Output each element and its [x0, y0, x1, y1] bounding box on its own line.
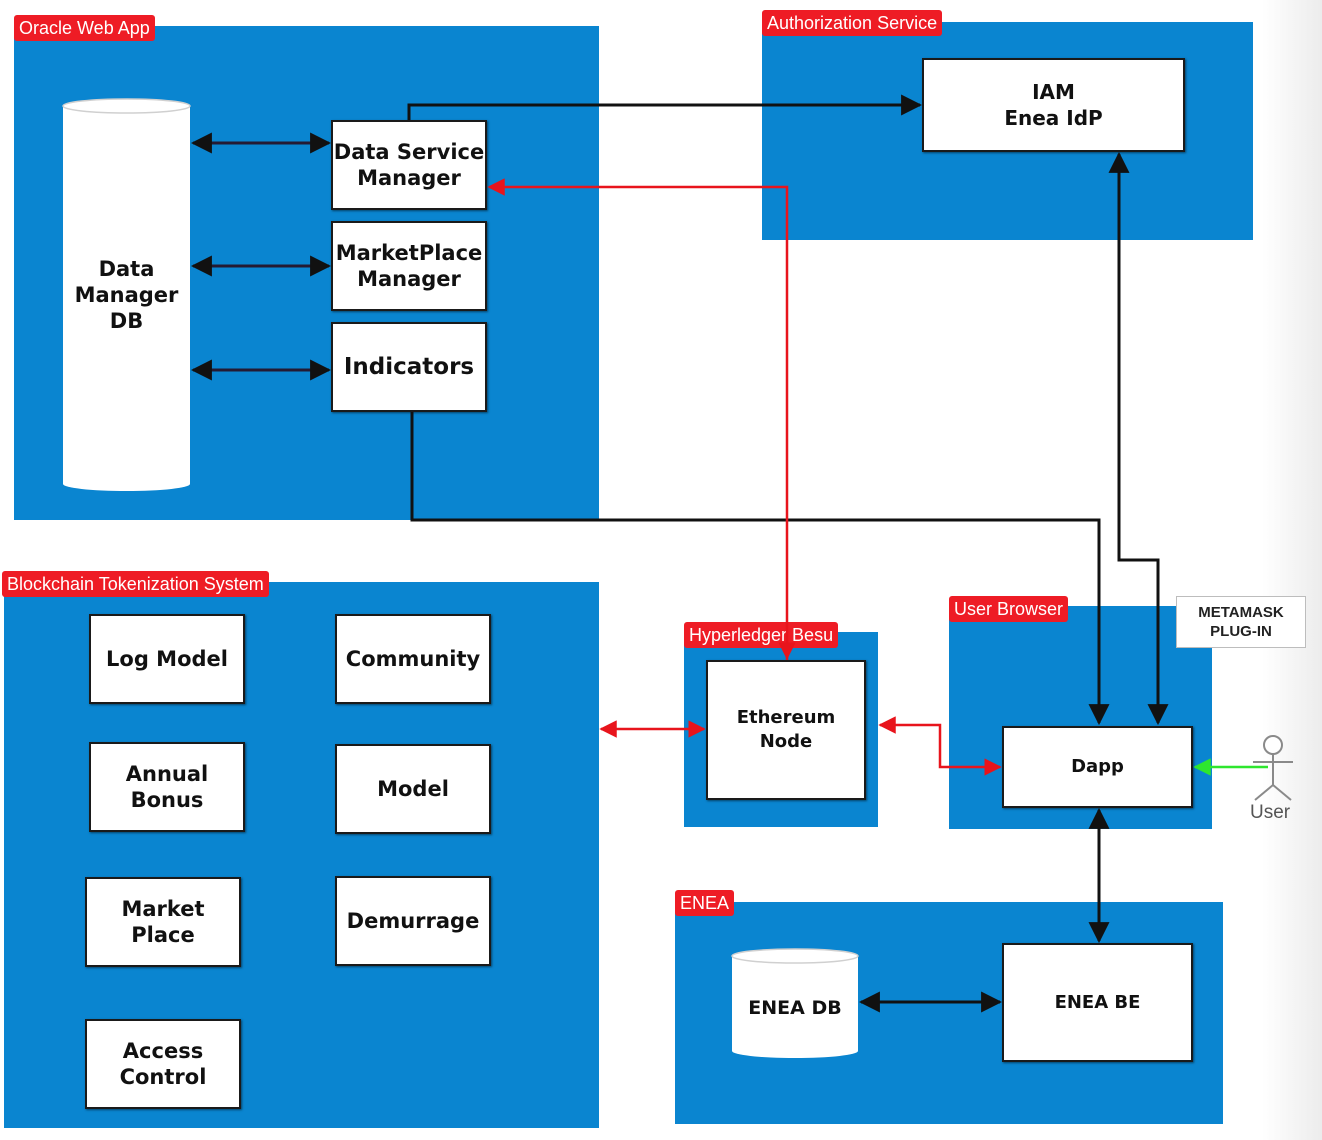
iam-box: IAM Enea IdP [922, 58, 1185, 152]
community-box: Community [335, 614, 491, 704]
hyperledger-besu-tag: Hyperledger Besu [684, 622, 839, 648]
user-browser-tag: User Browser [949, 596, 1069, 622]
page-edge-shade [1262, 0, 1322, 1140]
data-manager-db-cylinder [62, 98, 191, 491]
enea-db-cylinder [731, 948, 859, 1058]
enea-be-box: ENEA BE [1002, 943, 1193, 1062]
annual-bonus-box: Annual Bonus [89, 742, 245, 832]
data-service-manager-box: Data Service Manager [331, 120, 487, 210]
model-box: Model [335, 744, 491, 834]
ethereum-to-data-service-link [487, 178, 789, 660]
oracle-web-app-tag: Oracle Web App [14, 15, 155, 41]
marketplace-manager-box: MarketPlace Manager [331, 221, 487, 311]
demurrage-box: Demurrage [335, 876, 491, 966]
user-label: User [1250, 802, 1291, 823]
ethereum-to-dapp-link [878, 716, 1002, 776]
iam-to-dapp-link [1108, 151, 1169, 726]
indicators-to-dapp-link [410, 412, 1110, 726]
enea-db-label: ENEA DB [748, 997, 842, 1019]
data-service-to-iam-link [407, 94, 923, 120]
indicators-box: Indicators [331, 322, 487, 412]
data-manager-db-label: Data Manager DB [74, 257, 179, 333]
log-model-box: Log Model [89, 614, 245, 704]
blockchain-tokenization-tag: Blockchain Tokenization System [2, 571, 269, 597]
authorization-service-tag: Authorization Service [762, 10, 943, 36]
dapp-box: Dapp [1002, 726, 1193, 808]
metamask-plugin-note: METAMASK PLUG-IN [1176, 596, 1306, 648]
access-control-box: Access Control [85, 1019, 241, 1109]
ethereum-node-box: Ethereum Node [706, 660, 866, 800]
market-place-box: Market Place [85, 877, 241, 967]
user-actor-icon [1253, 735, 1293, 801]
enea-tag: ENEA [675, 890, 735, 916]
